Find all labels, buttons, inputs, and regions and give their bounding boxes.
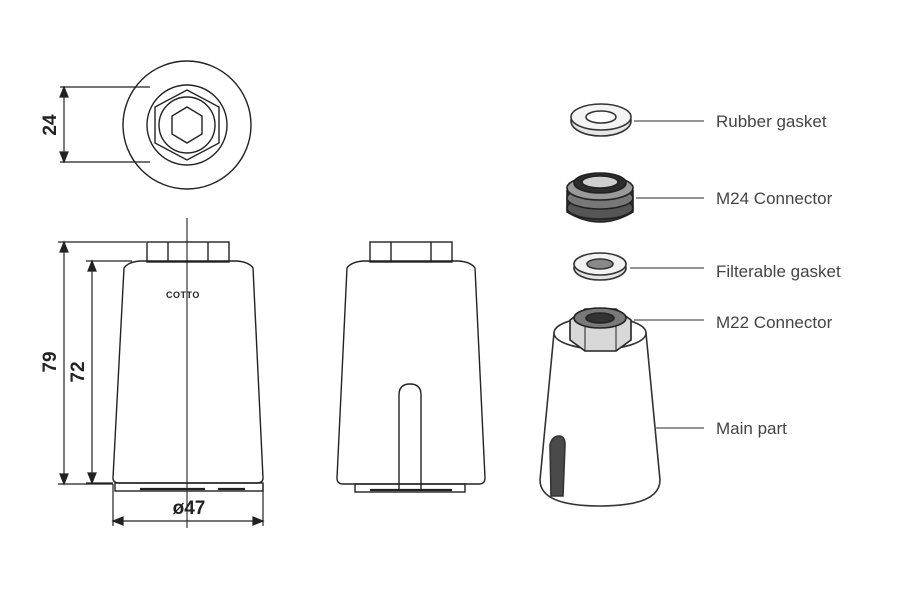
dimension-72-label: 72 xyxy=(68,361,89,382)
top-view-hex-bore xyxy=(158,96,216,154)
label-main-part: Main part xyxy=(716,419,787,438)
side-view xyxy=(336,241,486,493)
label-filterable-gasket: Filterable gasket xyxy=(716,262,841,281)
top-view xyxy=(122,60,252,190)
filterable-gasket xyxy=(573,252,627,281)
side-view-cap xyxy=(369,241,453,263)
top-view-hex-socket xyxy=(171,106,203,144)
m22-connector xyxy=(569,307,632,352)
dimension-47-label: ø47 xyxy=(173,498,206,519)
top-view-outer-ring xyxy=(122,60,252,190)
main-part-slot xyxy=(549,435,566,497)
side-view-slot xyxy=(398,383,422,490)
brand-logo: COTTO xyxy=(166,290,200,300)
dimension-72 xyxy=(86,259,132,485)
leader-lines xyxy=(630,120,704,429)
side-view-base xyxy=(354,483,466,493)
rubber-gasket xyxy=(570,103,632,137)
dimension-24-label: 24 xyxy=(40,114,61,136)
front-view-cap xyxy=(146,241,230,263)
label-m24-connector: M24 Connector xyxy=(716,189,833,208)
dimension-79 xyxy=(58,240,146,486)
label-rubber-gasket: Rubber gasket xyxy=(716,112,827,131)
label-m22-connector: M22 Connector xyxy=(716,313,833,332)
m24-connector xyxy=(566,172,634,223)
dimension-47 xyxy=(111,484,265,526)
top-view-inner-ring xyxy=(146,84,228,166)
dimension-79-label: 79 xyxy=(40,351,61,372)
top-view-hex-outer xyxy=(154,89,220,161)
side-view-body xyxy=(336,260,486,485)
dimension-24 xyxy=(59,85,150,164)
front-view xyxy=(112,218,264,528)
